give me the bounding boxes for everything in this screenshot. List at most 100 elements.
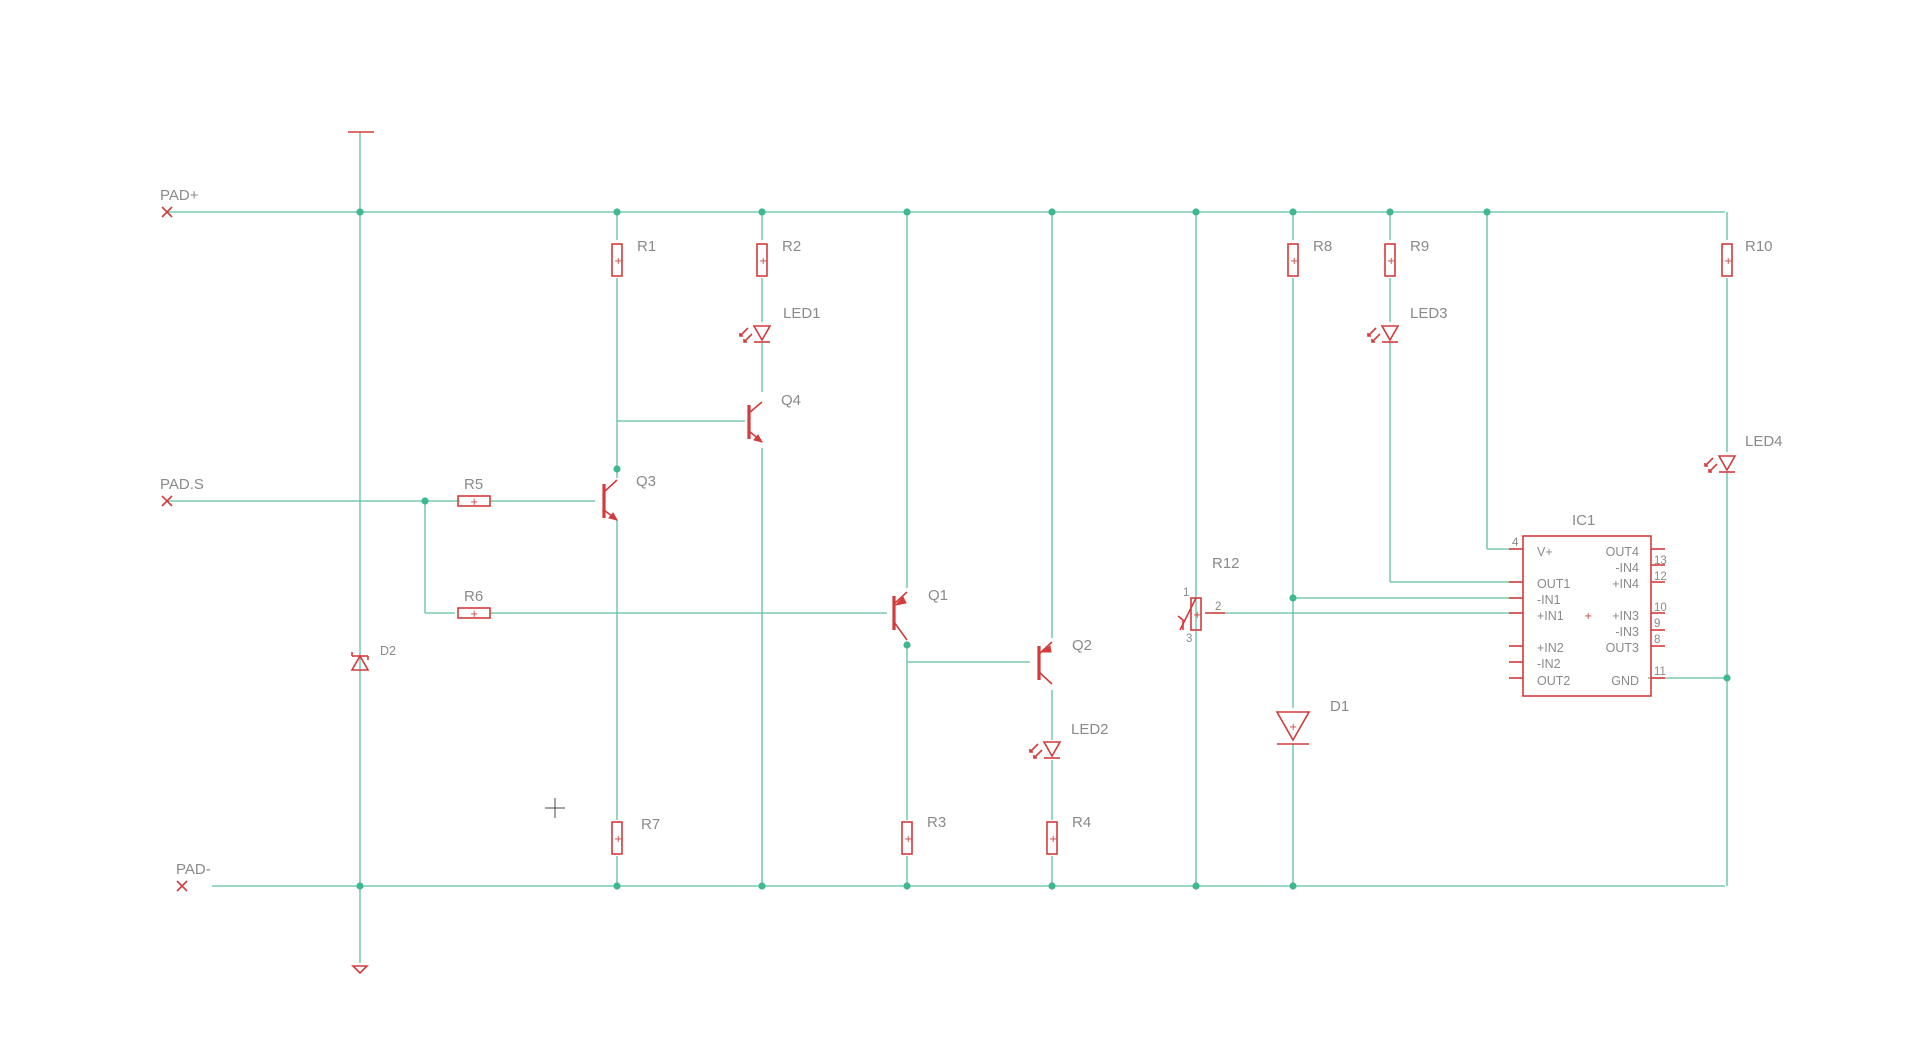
diode-d2-label: D2 — [380, 644, 396, 658]
ic-pinnum-4: 4 — [1512, 537, 1519, 549]
ic-pin-gnd: GND — [1611, 674, 1639, 688]
junction — [903, 882, 911, 890]
ic-ic1[interactable]: IC1 + V+ OUT1 -IN1 +IN1 +IN2 -IN2 OUT2 O… — [1509, 512, 1667, 697]
pad-signal-label: PAD.S — [160, 476, 204, 493]
resistor-r5[interactable]: + R5 — [457, 476, 491, 508]
resistor-r1-label: R1 — [637, 238, 656, 255]
potentiometer-r12[interactable]: + R12 2 1 3 — [1177, 555, 1240, 645]
ic-pinnum-8: 8 — [1654, 634, 1660, 646]
svg-text:+: + — [759, 256, 767, 267]
pad-plus[interactable]: PAD+ — [160, 187, 199, 218]
junction — [903, 641, 911, 649]
junction — [613, 208, 621, 216]
transistor-q2-label: Q2 — [1072, 637, 1092, 654]
ic-pinnum-13: 13 — [1654, 555, 1667, 567]
junction — [758, 882, 766, 890]
led-led1-label: LED1 — [783, 305, 821, 322]
resistor-r9[interactable]: + R9 — [1384, 238, 1429, 277]
resistor-r10-label: R10 — [1745, 238, 1773, 255]
ic-pinnum-12: 12 — [1654, 571, 1667, 583]
transistor-q3[interactable]: Q3 — [602, 473, 656, 521]
pot-pin-3: 3 — [1186, 633, 1192, 645]
resistor-r10[interactable]: + R10 — [1721, 238, 1773, 277]
resistor-r8-label: R8 — [1313, 238, 1332, 255]
diode-d2[interactable]: D2 — [350, 644, 396, 671]
ic-pin-out4: OUT4 — [1606, 545, 1639, 559]
svg-text:+: + — [1724, 256, 1732, 267]
resistor-r2-label: R2 — [782, 238, 801, 255]
resistor-r8[interactable]: + R8 — [1287, 238, 1332, 277]
svg-text:+: + — [470, 497, 478, 508]
junction — [1048, 208, 1056, 216]
resistor-r7-label: R7 — [641, 816, 660, 833]
transistor-q2[interactable]: Q2 — [1037, 637, 1092, 685]
svg-text:+: + — [904, 834, 912, 845]
junction — [613, 882, 621, 890]
pad-minus-label: PAD- — [176, 861, 211, 878]
ic-pin-in1-plus: +IN1 — [1537, 609, 1564, 623]
ic-pinnum-11: 11 — [1654, 666, 1666, 678]
resistor-r3[interactable]: + R3 — [901, 814, 946, 855]
junction — [1192, 882, 1200, 890]
transistor-q3-label: Q3 — [636, 473, 656, 490]
diode-d1[interactable]: + D1 — [1275, 698, 1349, 745]
svg-text:+: + — [470, 609, 478, 620]
junction — [1483, 208, 1491, 216]
resistor-r6-label: R6 — [464, 588, 483, 605]
led-led2[interactable]: LED2 — [1029, 721, 1109, 759]
junction — [1723, 674, 1731, 682]
ic-pin-in4-minus: -IN4 — [1615, 561, 1639, 575]
led-led4[interactable]: LED4 — [1704, 433, 1783, 473]
ic-pin-in2-minus: -IN2 — [1537, 657, 1561, 671]
ic-pin-in1-minus: -IN1 — [1537, 593, 1561, 607]
junction — [1386, 208, 1394, 216]
junction — [356, 208, 364, 216]
ic-pin-in3-plus: +IN3 — [1612, 609, 1639, 623]
svg-text:+: + — [1289, 722, 1297, 733]
svg-text:+: + — [1193, 610, 1201, 621]
transistor-q4[interactable]: Q4 — [747, 392, 801, 443]
resistor-r1[interactable]: + R1 — [611, 238, 656, 277]
transistor-q1[interactable]: Q1 — [892, 587, 948, 641]
svg-text:+: + — [1387, 256, 1395, 267]
junction — [903, 208, 911, 216]
junction — [1289, 208, 1297, 216]
led-led4-label: LED4 — [1745, 433, 1783, 450]
ic-pin-vplus: V+ — [1537, 545, 1553, 559]
pad-signal[interactable]: PAD.S — [160, 476, 204, 507]
resistor-r5-label: R5 — [464, 476, 483, 493]
resistor-r2[interactable]: + R2 — [756, 238, 801, 277]
resistor-r6[interactable]: + R6 — [457, 588, 491, 620]
diode-d1-label: D1 — [1330, 698, 1349, 715]
svg-text:+: + — [614, 256, 622, 267]
pad-plus-label: PAD+ — [160, 187, 199, 204]
junction — [613, 465, 621, 473]
resistor-r4-label: R4 — [1072, 814, 1091, 831]
led-led1[interactable]: LED1 — [739, 305, 821, 343]
junction — [421, 497, 429, 505]
potentiometer-r12-label: R12 — [1212, 555, 1240, 572]
pad-minus[interactable]: PAD- — [176, 861, 211, 892]
led-led3[interactable]: LED3 — [1367, 305, 1448, 343]
junction — [1192, 208, 1200, 216]
resistor-r3-label: R3 — [927, 814, 946, 831]
ic-pinnum-10: 10 — [1654, 602, 1667, 614]
ic-ic1-label: IC1 — [1572, 512, 1595, 529]
led-led3-label: LED3 — [1410, 305, 1448, 322]
resistor-r4[interactable]: + R4 — [1046, 814, 1091, 855]
resistor-r9-label: R9 — [1410, 238, 1429, 255]
ground-symbol[interactable] — [351, 965, 369, 975]
led-led2-label: LED2 — [1071, 721, 1109, 738]
transistor-q1-label: Q1 — [928, 587, 948, 604]
transistor-q4-label: Q4 — [781, 392, 801, 409]
ic-pin-out1: OUT1 — [1537, 577, 1570, 591]
ic-pin-in2-plus: +IN2 — [1537, 641, 1564, 655]
junction — [1289, 882, 1297, 890]
resistor-r7[interactable]: + R7 — [611, 816, 660, 855]
ic-pinnum-9: 9 — [1654, 618, 1660, 630]
junction — [1048, 882, 1056, 890]
svg-text:+: + — [614, 834, 622, 845]
junction — [1289, 594, 1297, 602]
wires — [167, 132, 1728, 963]
